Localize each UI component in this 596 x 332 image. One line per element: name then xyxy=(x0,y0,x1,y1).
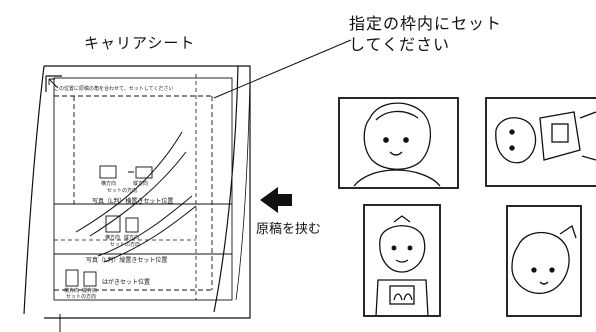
sheet-frame-outer xyxy=(53,77,233,301)
icon-landscape-1 xyxy=(135,166,153,179)
icon-portrait-2 xyxy=(105,215,121,233)
orientation-icons xyxy=(65,165,153,287)
fold-curve-2 xyxy=(89,151,187,237)
callout-leader-line xyxy=(213,39,352,99)
icon-portrait-3 xyxy=(125,217,139,233)
icon-portrait-4 xyxy=(65,269,79,287)
sandwich-label: 原稿を挟む xyxy=(256,222,322,237)
sheet-front-left-curve xyxy=(23,65,45,315)
icon-portrait-5 xyxy=(83,271,97,287)
corner-marker xyxy=(45,75,62,92)
photo-top-left xyxy=(338,97,459,189)
photo-bottom-left xyxy=(363,204,441,317)
sheet-back-right-curve xyxy=(235,79,251,301)
icon-portrait-1 xyxy=(99,165,117,179)
icon-caption-b-1: 縦方向 xyxy=(133,181,149,187)
icon-set-direction-3: セットの方向 xyxy=(66,294,97,300)
callout-text-line1: 指定の枠内にセット xyxy=(349,14,503,33)
sheet-front-right-curve xyxy=(213,65,239,313)
icon-caption-b-3: 縦方向 xyxy=(82,288,98,294)
corner-instruction: この位置に原稿の角を合わせて、セットしてください xyxy=(54,86,174,92)
icon-set-direction-1: セットの方向 xyxy=(107,188,138,194)
photo-top-right xyxy=(485,97,596,187)
icon-caption-a-1: 横方向 xyxy=(101,181,117,187)
photo-bottom-right xyxy=(506,205,582,317)
icon-set-direction-2: セットの方向 xyxy=(110,242,141,248)
carrier-sheet-title: キャリアシート xyxy=(84,34,196,52)
left-arrow-icon xyxy=(260,187,292,213)
sheet-back-page xyxy=(44,65,251,319)
postcard-position-label: はがきセット位置 xyxy=(102,279,151,286)
corner-arrow xyxy=(48,78,59,89)
fold-curve-3 xyxy=(97,195,193,257)
carrier-sheet xyxy=(23,65,251,332)
icon-caption-a-2: 横方向 xyxy=(105,235,121,241)
photo-l-portrait-label: 写真（L判）縦置きセット位置 xyxy=(86,257,168,264)
icon-caption-a-3: 横方向 xyxy=(64,288,80,294)
callout-text-line2: してください xyxy=(349,35,451,54)
photo-l-landscape-label: 写真（L判）横置きセット位置 xyxy=(92,198,174,205)
fold-curve-4 xyxy=(103,205,197,263)
fold-curve-1 xyxy=(75,131,183,233)
icon-caption-b-2: 縦方向 xyxy=(124,235,140,241)
